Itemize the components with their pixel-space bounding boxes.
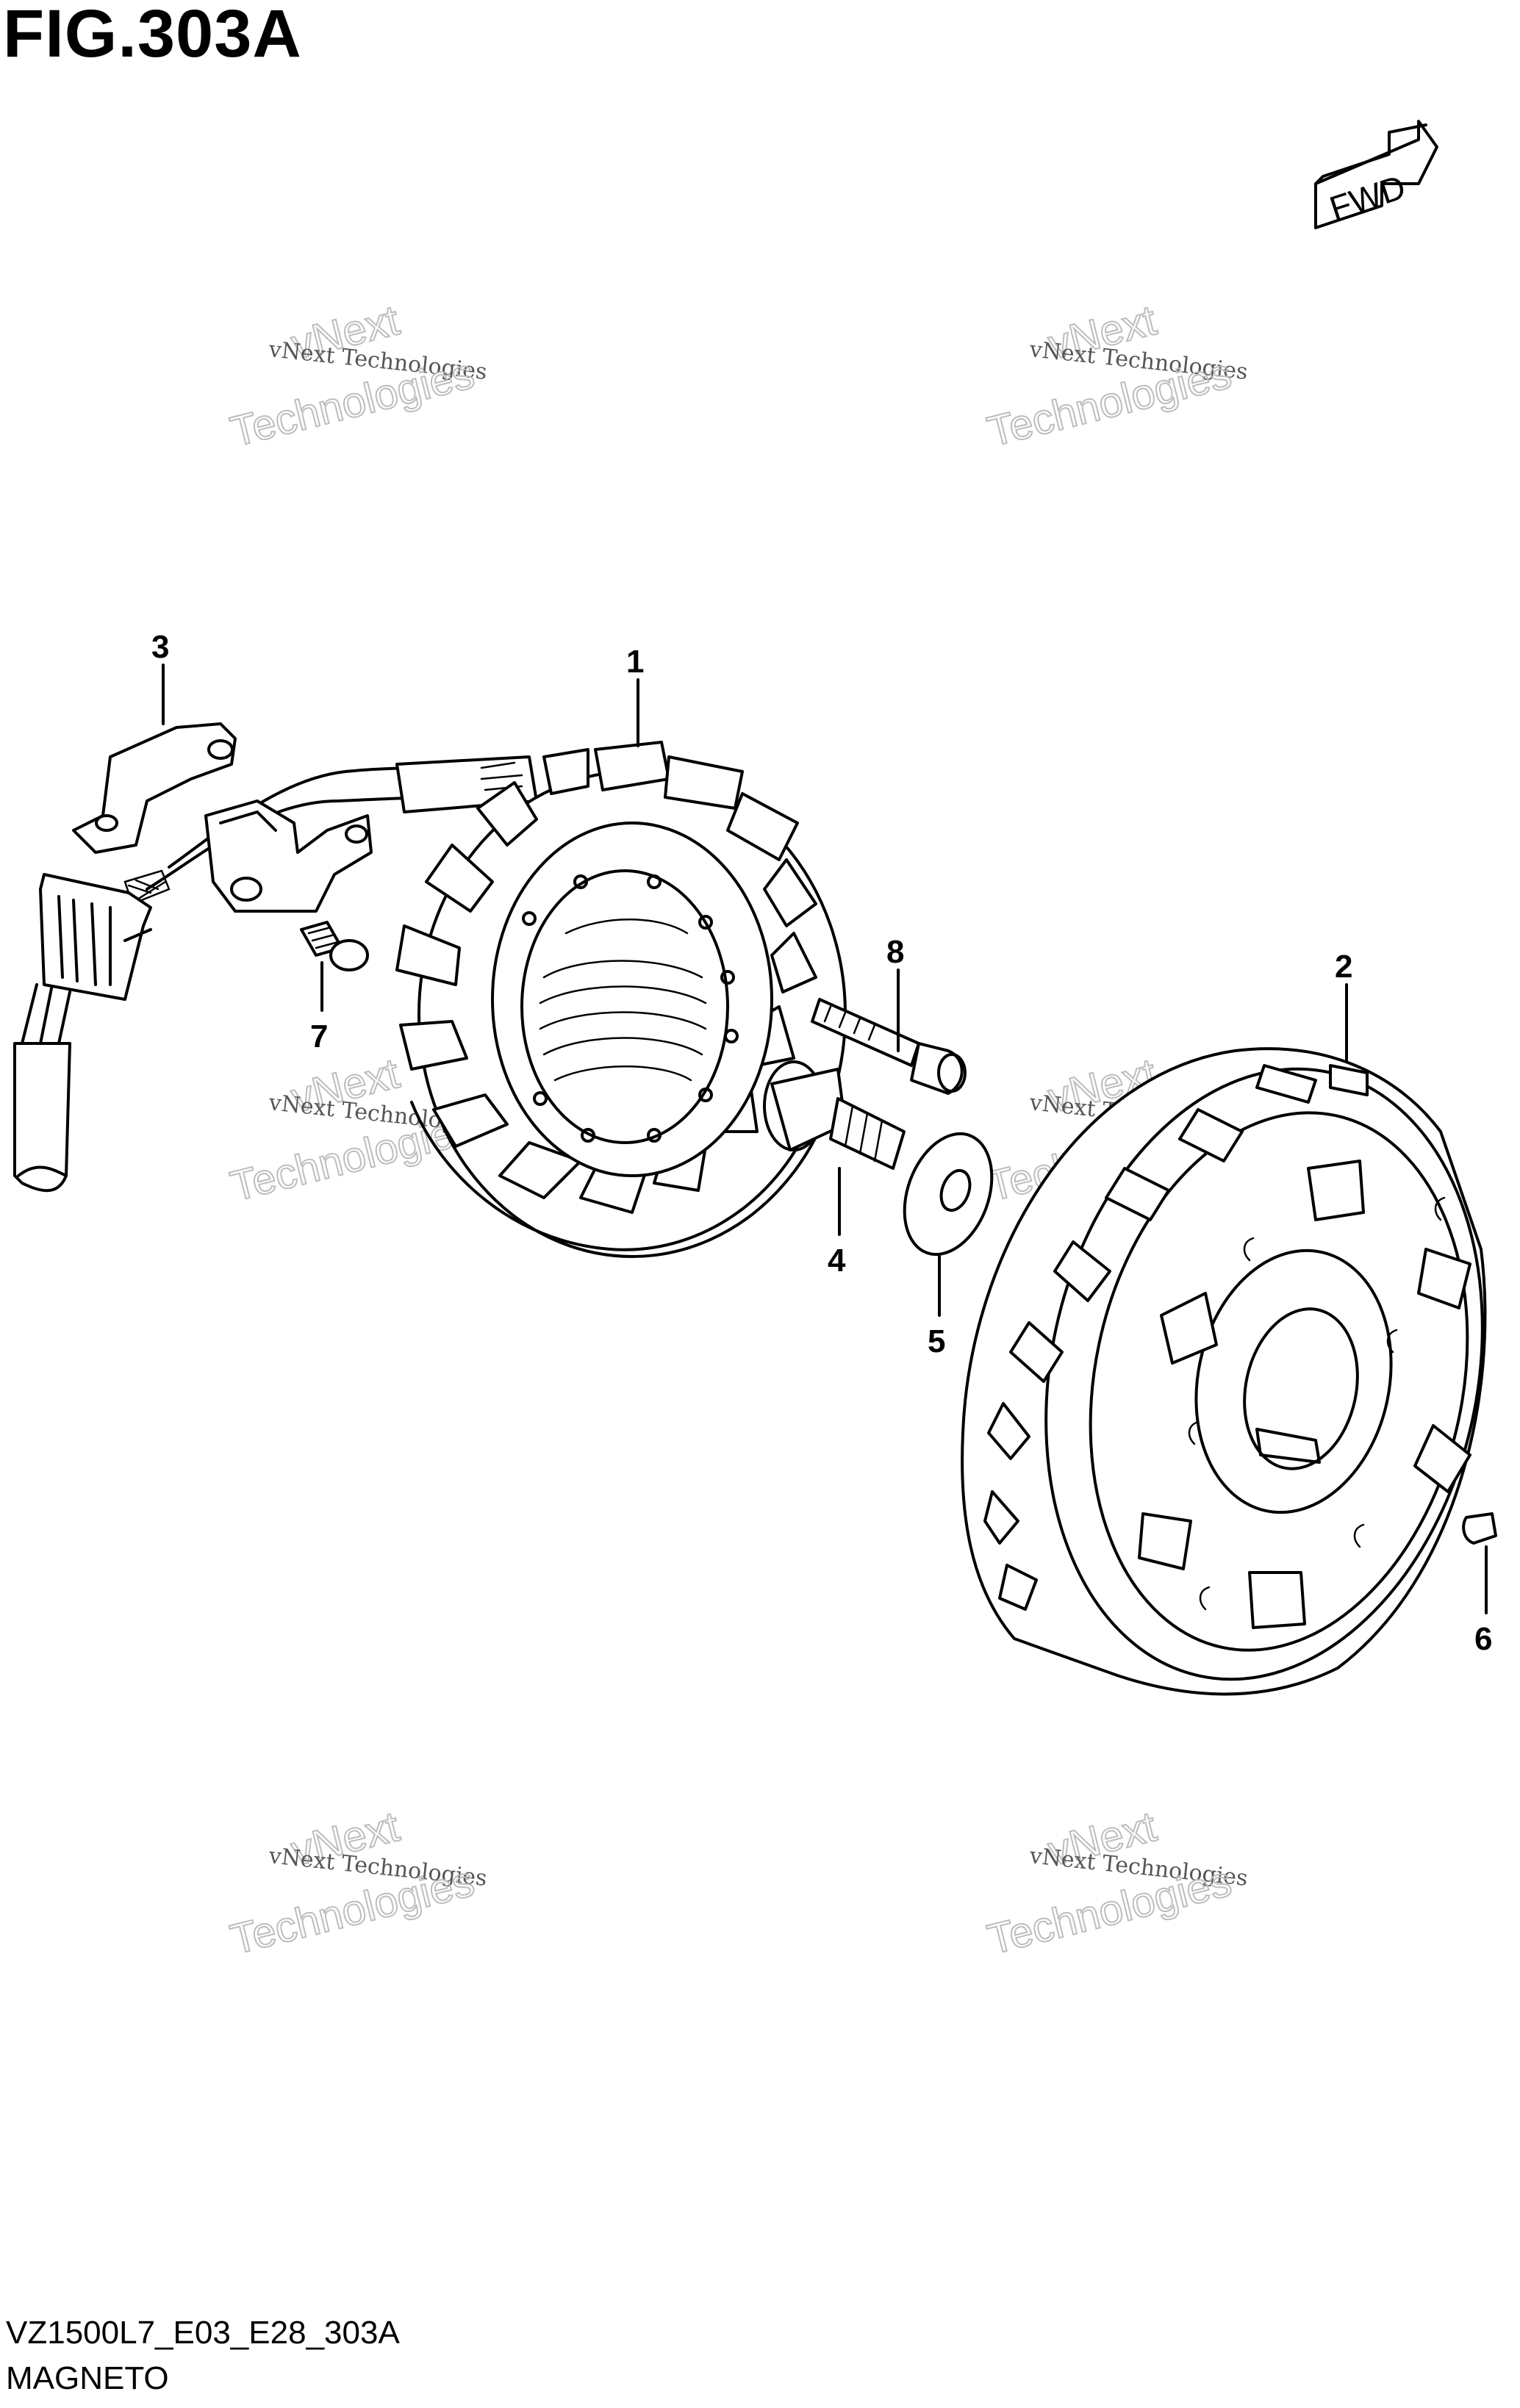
callout-3: 3 — [151, 629, 169, 665]
figure-title: FIG.303A — [3, 0, 302, 71]
callout-7: 7 — [310, 1018, 328, 1054]
leader-lines — [162, 664, 1488, 1614]
washer — [903, 1132, 994, 1257]
watermark-bottom-right: vNext vNext Technologies Technologies — [982, 1802, 1249, 1965]
callout-1: 1 — [626, 644, 644, 680]
watermark-bottom-left: vNext vNext Technologies Technologies — [225, 1802, 488, 1965]
stator-coil — [395, 741, 847, 1258]
watermark-top-right: vNext vNext Technologies Technologies — [982, 295, 1249, 457]
callout-8: 8 — [886, 934, 904, 970]
wire-coupler — [39, 873, 152, 1001]
callout-5: 5 — [928, 1323, 945, 1359]
figure-code: VZ1500L7_E03_E28_303A — [6, 2315, 400, 2351]
callout-2: 2 — [1335, 949, 1352, 985]
rotor-flywheel — [961, 1047, 1487, 1696]
callout-6: 6 — [1474, 1621, 1492, 1657]
woodruff-key — [1462, 1512, 1497, 1545]
figure-name: MAGNETO — [6, 2360, 169, 2396]
watermark-top-left: vNext vNext Technologies Technologies — [225, 295, 488, 457]
callout-4: 4 — [828, 1243, 846, 1279]
lead-wire-sleeve — [13, 983, 71, 1193]
fwd-arrow-icon: FWD — [1314, 120, 1438, 229]
long-bolt — [811, 998, 967, 1095]
wire-clamp-bracket — [72, 722, 237, 854]
wire-guide-plate — [204, 799, 373, 913]
flange-bolt — [763, 1060, 906, 1170]
stator-screw — [300, 921, 369, 971]
